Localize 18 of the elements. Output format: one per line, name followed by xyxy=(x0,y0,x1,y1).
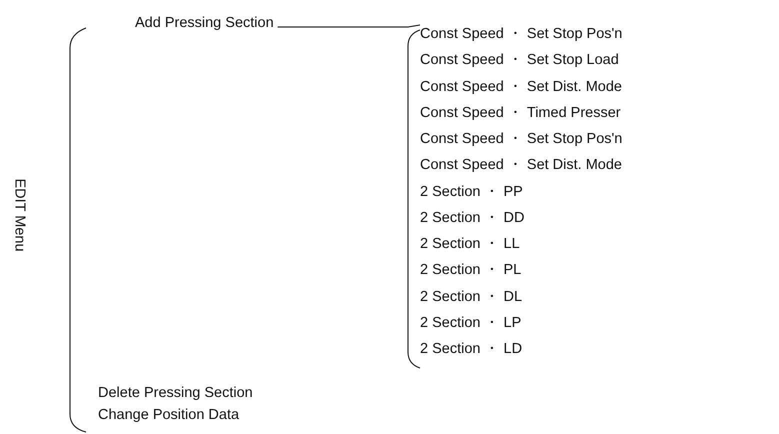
connector-line xyxy=(277,24,420,28)
menu-item: 2 Section ・ PP xyxy=(420,182,523,200)
menu-item: 2 Section ・ LP xyxy=(420,314,522,332)
menu-item: Const Speed ・ Timed Presser xyxy=(420,104,621,122)
menu-item: 2 Section ・ DL xyxy=(420,288,522,306)
menu-item: Change Position Data xyxy=(98,406,240,424)
menu-item: 2 Section ・ LL xyxy=(420,235,520,253)
menu-item: Const Speed ・ Set Stop Pos'n xyxy=(420,130,622,148)
menu-item: Delete Pressing Section xyxy=(98,384,253,402)
menu-item: 2 Section ・ DD xyxy=(420,208,524,227)
menu-item: Add Pressing Section xyxy=(135,14,274,32)
menu-item: 2 Section ・ PL xyxy=(420,261,522,280)
menu-item: Const Speed ・ Set Dist. Mode xyxy=(420,156,622,174)
menu-item: Const Speed ・ Set Stop Pos'n xyxy=(420,25,622,43)
menu-item: 2 Section ・ LD xyxy=(420,340,522,358)
menu-title: EDIT Menu xyxy=(11,178,29,252)
menu-item: Const Speed ・ Set Stop Load xyxy=(420,51,619,70)
menu-item: Const Speed ・ Set Dist. Mode xyxy=(420,78,622,96)
